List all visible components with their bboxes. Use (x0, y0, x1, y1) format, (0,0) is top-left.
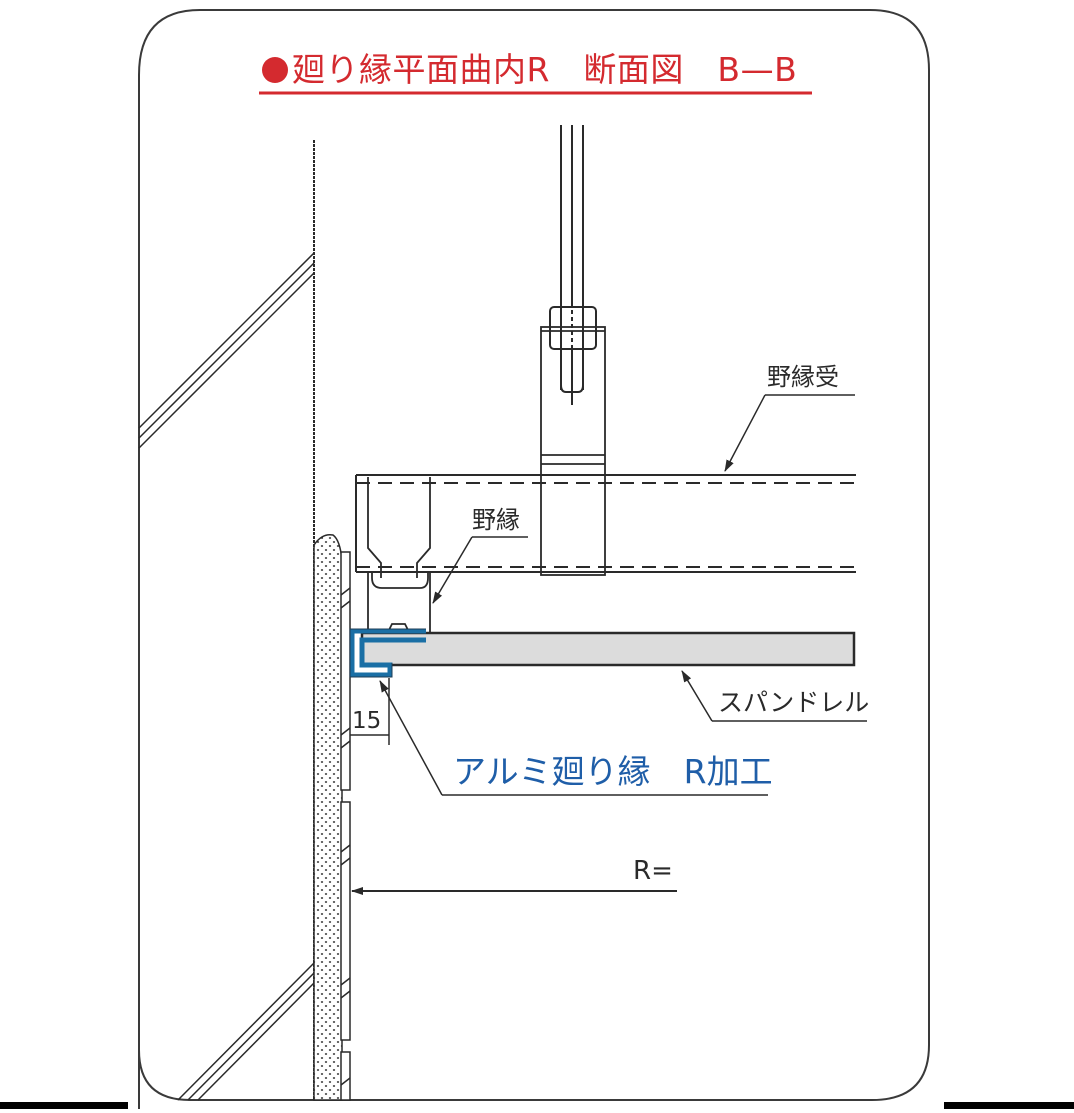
brace-upper (138, 252, 315, 449)
hanger-bolt (549, 125, 597, 405)
label-spandrel: スパンドレル (718, 688, 870, 717)
brace-lower (177, 962, 315, 1101)
hanger-bracket (540, 326, 606, 576)
aluminum-molding (349, 628, 426, 678)
label-radius: R= (633, 856, 673, 886)
label-noberi: 野縁 (472, 506, 520, 534)
leader-aluminum-molding (379, 680, 768, 796)
wall-board-dotted (313, 533, 343, 1101)
leader-spandrel (681, 670, 867, 722)
leader-noberi-uke (724, 394, 855, 472)
label-dimension-15: 15 (352, 708, 382, 734)
spandrel-panel (360, 631, 856, 667)
label-noberi-uke: 野縁受 (767, 363, 839, 391)
bottom-bar-left (0, 1102, 128, 1109)
drawing-title-text: 廻り縁平面曲内R 断面図 B—B (292, 50, 798, 89)
bottom-bar-right (944, 1102, 1074, 1109)
wall-panel-strip (340, 551, 351, 1101)
dimension-15 (350, 678, 390, 745)
leader-noberi (432, 536, 528, 604)
frame-border (138, 9, 930, 1109)
red-bullet-icon (262, 57, 288, 83)
furring-clip (367, 477, 431, 589)
label-aluminum-molding: アルミ廻り縁 R加工 (453, 752, 773, 791)
furring-noberi (367, 571, 431, 633)
drawing-title: 廻り縁平面曲内R 断面図 B—B (262, 53, 797, 86)
channel-noberi-uke (355, 474, 856, 573)
